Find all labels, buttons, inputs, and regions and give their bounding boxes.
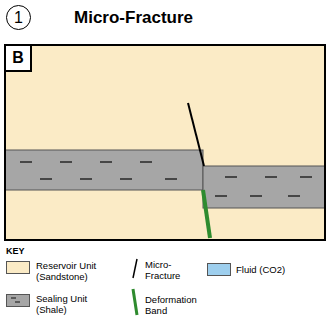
shale-dash (11, 298, 16, 299)
fluid-swatch (207, 263, 231, 276)
sandstone-ground (5, 45, 325, 240)
micro-fracture (188, 103, 204, 166)
node-text: B (12, 50, 24, 66)
fluid-legend-text: Fluid (CO2) (236, 264, 316, 275)
diagram-title: Micro-Fracture (74, 8, 193, 28)
shale-dash (15, 302, 20, 303)
shale-swatch-dashes (7, 295, 29, 306)
shale-layer-left (5, 150, 203, 190)
shale-layer-right (203, 166, 325, 208)
shale-legend-text: Sealing Unit (Shale) (36, 293, 108, 315)
node-text: 1 (14, 10, 23, 26)
sandstone-swatch (6, 261, 30, 274)
deformation-band-legend-text: Deformation Band (145, 294, 215, 316)
panel-letter-box: B (4, 44, 32, 72)
shale-dashes (20, 162, 312, 196)
micro-fracture-sample (133, 259, 137, 278)
key-heading: KEY (6, 246, 25, 256)
shale-swatch (6, 294, 30, 307)
deformation-band-sample (133, 289, 137, 315)
micro-fracture-legend-text: Micro-Fracture (145, 259, 193, 281)
sandstone-legend-text: Reservoir Unit (Sandstone) (36, 260, 112, 282)
deformation-band (203, 190, 210, 238)
number-circle: 1 (6, 5, 31, 30)
panel-border (5, 45, 325, 240)
